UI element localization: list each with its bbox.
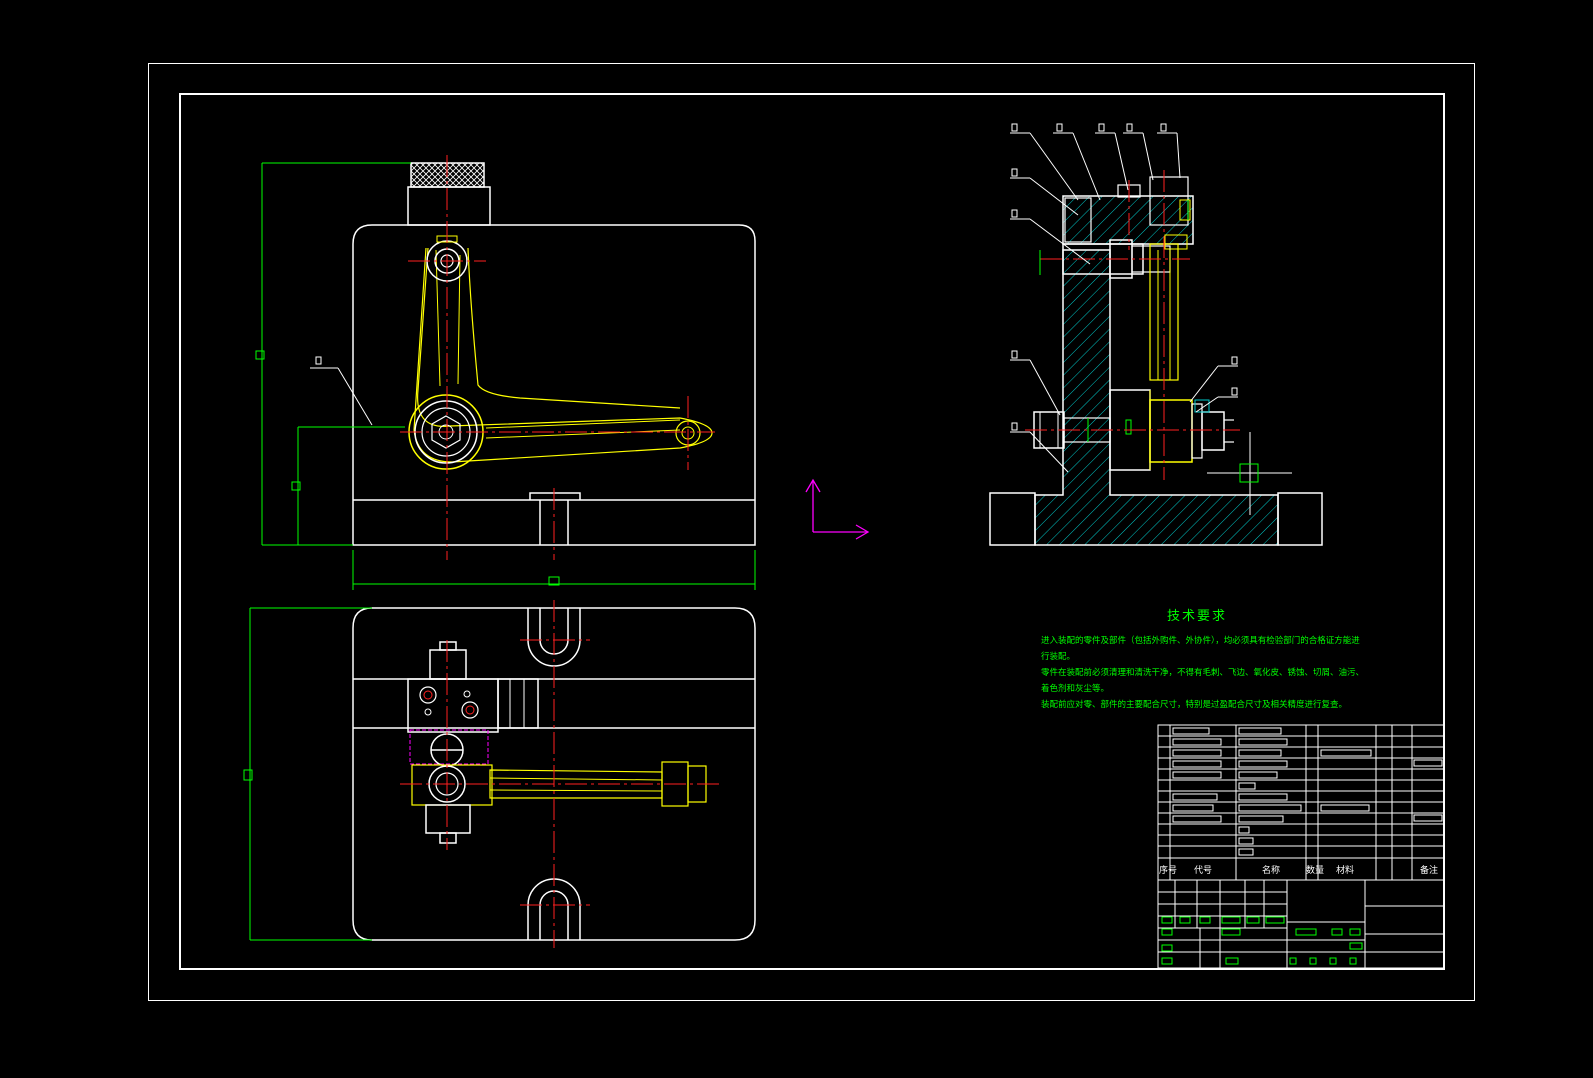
tech-line-4: 着色剂和灰尘等。: [1041, 683, 1109, 694]
top-view: [243, 600, 756, 948]
header-code: 代号: [1194, 865, 1212, 876]
section-view: [989, 123, 1323, 546]
inner-border: [179, 93, 1445, 970]
parts-list: [1157, 724, 1445, 969]
tech-line-1: 进入装配的零件及部件（包括外购件、外协件），均必须具有检验部门的合格证方能进: [1041, 635, 1360, 646]
parts-list-header: 序号 代号 名称 数量 材料 备注: [1159, 864, 1438, 876]
tech-line-3: 零件在装配前必须清理和清洗干净，不得有毛刺、飞边、氧化皮、锈蚀、切屑、油污、: [1041, 667, 1364, 678]
outer-border: [148, 63, 1475, 1001]
front-view: [255, 155, 756, 590]
header-material: 材料: [1336, 864, 1354, 876]
header-qty: 数量: [1306, 864, 1324, 876]
tech-line-2: 行装配。: [1041, 651, 1075, 662]
header-name: 名称: [1262, 864, 1280, 876]
header-remark: 备注: [1420, 864, 1438, 876]
header-seq: 序号: [1159, 864, 1177, 876]
technical-requirements: 技术要求 进入装配的零件及部件（包括外购件、外协件），均必须具有检验部门的合格证…: [1041, 609, 1364, 710]
title-block-marks: [1161, 916, 1363, 965]
tech-line-5: 装配前应对零、部件的主要配合尺寸，特别是过盈配合尺寸及相关精度进行复查。: [1041, 699, 1347, 710]
ucs-icon: [805, 478, 870, 540]
tech-title: 技术要求: [1167, 609, 1227, 624]
